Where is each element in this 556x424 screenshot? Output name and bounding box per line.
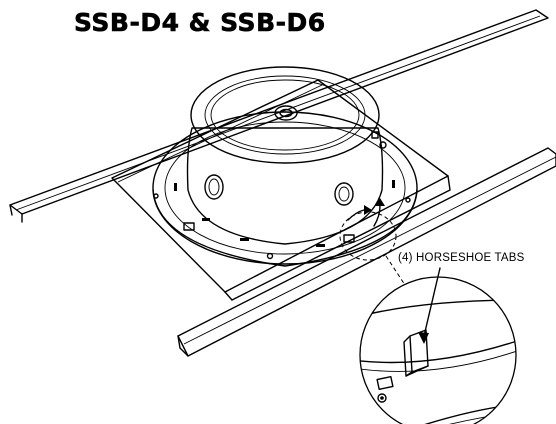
mounting-plate (111, 79, 451, 301)
front-support-rail (177, 147, 556, 357)
horseshoe-tabs-label: (4) HORSESHOE TABS (398, 252, 525, 264)
detail-leader-line (385, 255, 406, 286)
flange-ring (152, 111, 418, 267)
rear-support-rail (9, 9, 549, 223)
diagram-title: SSB-D4 & SSB-D6 (74, 8, 326, 38)
speaker-back-can (186, 66, 387, 245)
horseshoe-tab-detail (359, 267, 517, 424)
detail-marker-circle (339, 211, 397, 261)
